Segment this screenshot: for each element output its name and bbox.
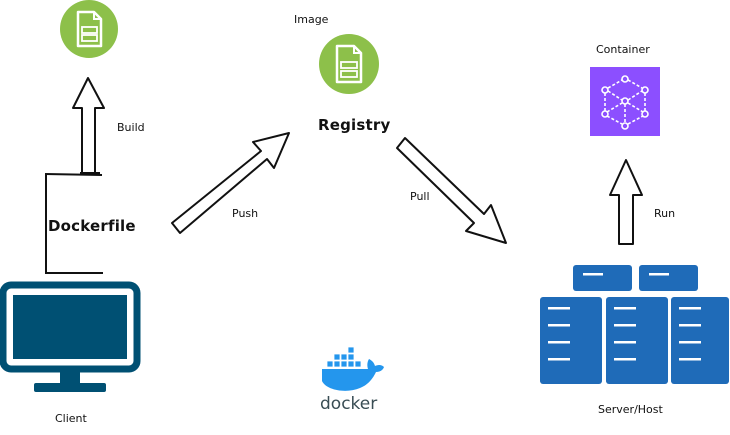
run-arrow [609,159,643,245]
container-label: Container [596,43,650,56]
monitor-icon [0,281,141,392]
registry-file-icon [319,34,379,94]
build-file-icon [60,0,118,58]
image-label: Image [294,13,329,26]
push-arrow [171,132,290,234]
client-label: Client [55,412,87,425]
pull-arrow [396,137,507,244]
docker-whale-icon [322,346,384,391]
run-label: Run [654,207,676,220]
server-host-label: Server/Host [598,403,663,416]
pull-label: Pull [410,190,430,203]
build-label: Build [117,121,145,134]
push-label: Push [232,207,259,220]
registry-label: Registry [318,116,391,134]
build-arrow [72,77,105,174]
container-cube-icon [590,67,660,136]
docker-logo-text: docker [320,394,378,414]
server-rack-icon [540,265,729,384]
dockerfile-label: Dockerfile [48,217,136,235]
dockerfile-bracket [44,173,103,274]
